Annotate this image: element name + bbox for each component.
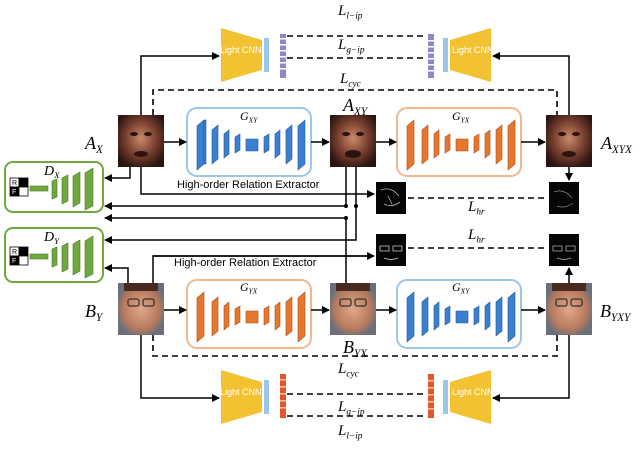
image-a-xyx: [546, 115, 592, 167]
loss-local-identity-top: Ll−ip: [338, 3, 363, 22]
relation-extractor-top-label: High-order Relation Extractor: [177, 179, 320, 191]
label-b-yx: BYX: [343, 337, 368, 360]
loss-global-identity-top: Lg−ip: [338, 37, 365, 56]
loss-relation-top: Lhr: [468, 199, 485, 218]
real-fake-grid-x: [9, 177, 29, 197]
light-cnn-shapes: [221, 28, 491, 424]
loss-cycle-bottom: Lcyc: [338, 361, 359, 380]
discriminator-y-blocks: [29, 235, 94, 279]
generator-xy-bottom-blocks: [406, 291, 516, 343]
image-b-yxy: [546, 283, 592, 335]
feature-vectors: [280, 34, 434, 418]
image-a-x: [118, 115, 164, 167]
fake-label-x: F: [12, 189, 17, 196]
discriminator-x-blocks: [29, 167, 94, 211]
label-d-y: DY: [44, 230, 59, 247]
real-label-y: R: [12, 249, 18, 256]
generator-yx-top-blocks: [406, 119, 516, 171]
light-cnn-bottom-left: Light CNN: [220, 387, 262, 397]
label-g-yx-bottom: GYX: [240, 280, 258, 296]
label-g-xy-bottom: GXY: [452, 280, 470, 296]
light-cnn-bottom-right: Light CNN: [452, 387, 494, 397]
label-g-xy-top: GXY: [240, 109, 258, 125]
generator-yx-bottom-blocks: [196, 291, 306, 343]
image-b-y: [118, 283, 164, 335]
loss-local-identity-bottom: Ll−ip: [338, 423, 363, 442]
image-a-xy: [330, 115, 376, 167]
loss-relation-bottom: Lhr: [468, 227, 485, 246]
real-fake-grid-y: [9, 246, 29, 266]
label-a-xyx: AXYX: [601, 133, 632, 156]
relation-extractor-bottom-label: High-order Relation Extractor: [174, 257, 317, 269]
label-d-x: DX: [44, 164, 60, 181]
relation-maps: [376, 182, 579, 266]
loss-cycle-top: Lcyc: [340, 71, 361, 90]
label-a-xy: AXY: [343, 95, 368, 118]
label-b-y: BY: [85, 301, 103, 324]
fake-label-y: F: [12, 258, 17, 265]
image-b-yx: [330, 283, 376, 335]
real-label-x: R: [12, 180, 18, 187]
loss-global-identity-bottom: Lg−ip: [338, 399, 365, 418]
label-g-yx-top: GYX: [452, 109, 470, 125]
light-cnn-top-left: Light CNN: [220, 45, 262, 55]
light-cnn-top-right: Light CNN: [452, 45, 494, 55]
label-b-yxy: BYXY: [600, 301, 631, 324]
generator-xy-top-blocks: [196, 119, 306, 171]
label-a-x: AX: [85, 133, 103, 156]
